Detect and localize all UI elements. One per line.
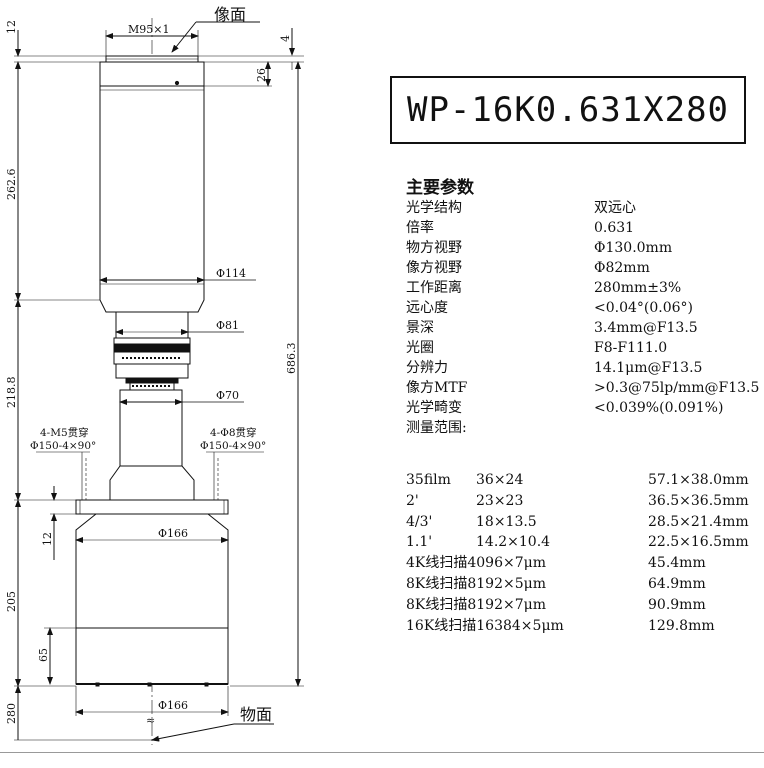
spec-row: 像方MTF >0.3@75lp/mm@F13.5 xyxy=(406,378,759,398)
dim-262-6: 262.6 xyxy=(5,169,18,201)
dia-70-label: Φ70 xyxy=(216,389,239,402)
spec-list: 光学结构 双远心倍率 0.631 物方视野 Φ130.0mm 像方视野 Φ82mm 工作距离 2… xyxy=(406,198,759,438)
spec-key: 光学结构 xyxy=(406,200,462,216)
model-title: WP-16K0.631X280 xyxy=(390,76,746,144)
sensor-size: 23×23 xyxy=(476,492,524,509)
spec-value: Φ82mm xyxy=(594,260,650,276)
image-plane-label: 像面 xyxy=(214,5,246,24)
spec-key: 像方视野 xyxy=(406,260,462,276)
dim-26: 26 xyxy=(255,68,268,82)
lower-barrel xyxy=(109,389,195,501)
dim-686-3: 686.3 xyxy=(285,343,298,375)
spec-key: 工作距离 xyxy=(406,280,462,296)
spec-title: 主要参数 xyxy=(406,178,474,198)
dim-280: 280 xyxy=(5,703,18,724)
field-size: 90.9mm xyxy=(648,596,706,613)
spec-block: 主要参数 光学结构 双远心倍率 0.631 物方视野 Φ130.0mm 像方视野 Φ82mm… xyxy=(406,178,759,438)
format-name: 35film xyxy=(406,472,451,488)
spec-key: 远心度 xyxy=(406,300,448,316)
dim-12-flange: 12 xyxy=(41,532,54,546)
spec-key: 光学畸变 xyxy=(406,400,462,416)
spec-value: Φ130.0mm xyxy=(594,240,673,256)
sensor-size: 14.2×10.4 xyxy=(476,534,551,551)
format-name: 4/3' xyxy=(406,513,433,530)
spec-value: 14.1μm@F13.5 xyxy=(594,360,703,376)
hole-left-note-2: Φ150-4×90° xyxy=(30,440,96,452)
spec-row: 工作距离 280mm±3% xyxy=(406,278,681,298)
spec-value: <0.039%(0.091%) xyxy=(594,400,724,416)
format-name: 8K线扫描8192×7μm xyxy=(406,596,547,613)
spec-key: 像方MTF xyxy=(406,380,468,396)
spec-value: 280mm±3% xyxy=(594,280,682,296)
spec-key: 光圈 xyxy=(406,340,434,356)
spec-row: 景深 3.4mm@F13.5 xyxy=(406,318,698,338)
break-mark: ≈ xyxy=(146,714,155,727)
format-name: 1.1' xyxy=(406,534,433,551)
spec-row: 物方视野 Φ130.0mm xyxy=(406,238,672,258)
spec-row: 远心度 <0.04°(0.06°) xyxy=(406,298,693,318)
dim-218-8: 218.8 xyxy=(5,377,18,409)
spec-row: 倍率 0.631 xyxy=(406,218,634,238)
dia-114-label: Φ114 xyxy=(216,267,246,280)
spec-key: 倍率 xyxy=(406,220,434,236)
dim-65: 65 xyxy=(37,648,50,662)
dia-166-bottom-label: Φ166 xyxy=(158,699,188,712)
flange xyxy=(75,499,229,515)
spec-value: 双远心 xyxy=(594,200,636,216)
lens-mount xyxy=(105,55,199,63)
spec-key: 测量范围: xyxy=(406,420,467,436)
object-plane-label: 物面 xyxy=(240,705,272,724)
dim-4: 4 xyxy=(279,35,292,42)
format-name: 4K线扫描4096×7μm xyxy=(406,555,547,572)
spec-row: 光学畸变 <0.039%(0.091%) xyxy=(406,398,723,418)
field-size: 28.5×21.4mm xyxy=(648,513,749,530)
sensor-size: 36×24 xyxy=(476,472,524,488)
field-size: 57.1×38.0mm xyxy=(648,472,749,488)
spec-value: >0.3@75lp/mm@F13.5 xyxy=(594,380,760,396)
spec-key: 分辨力 xyxy=(406,360,448,376)
field-size: 64.9mm xyxy=(648,575,706,592)
spec-row: 分辨力 14.1μm@F13.5 xyxy=(406,358,702,378)
format-name: 2' xyxy=(406,492,419,509)
spec-row: 像方视野 Φ82mm xyxy=(406,258,650,278)
dim-12-top: 12 xyxy=(5,20,18,34)
upper-barrel xyxy=(99,61,205,313)
hole-left-note-1: 4-M5贯穿 xyxy=(40,426,89,439)
spec-key: 景深 xyxy=(406,320,434,336)
spec-value: 0.631 xyxy=(594,220,635,236)
thread-label: M95×1 xyxy=(128,23,169,36)
lens-drawing: M95×1 像面 物面 12 4 26 262.6 218.8 686.3 20… xyxy=(5,5,304,745)
divider xyxy=(0,752,764,753)
spec-value: <0.04°(0.06°) xyxy=(594,300,693,316)
spec-key: 物方视野 xyxy=(406,240,462,256)
spec-value: F8-F111.0 xyxy=(594,340,668,356)
spec-row: 光学结构 双远心 xyxy=(406,198,636,218)
dia-166-mid-label: Φ166 xyxy=(158,527,188,540)
spec-row: 测量范围: xyxy=(406,418,474,438)
focus-section xyxy=(113,311,191,391)
field-size: 45.4mm xyxy=(648,555,706,572)
hole-right-note-1: 4-Φ8贯穿 xyxy=(210,426,257,439)
field-size: 22.5×16.5mm xyxy=(648,534,749,551)
spec-row: 光圈 F8-F111.0 xyxy=(406,338,667,358)
field-size: 129.8mm xyxy=(648,617,715,634)
sensor-size: 18×13.5 xyxy=(476,513,537,530)
dim-205: 205 xyxy=(5,591,18,612)
format-name: 8K线扫描8192×5μm xyxy=(406,575,547,592)
hole-right-note-2: Φ150-4×90° xyxy=(200,440,266,452)
format-name: 16K线扫描16384×5μm xyxy=(406,617,564,634)
dia-81-label: Φ81 xyxy=(216,319,239,332)
field-size: 36.5×36.5mm xyxy=(648,492,749,509)
spec-value: 3.4mm@F13.5 xyxy=(594,320,698,336)
